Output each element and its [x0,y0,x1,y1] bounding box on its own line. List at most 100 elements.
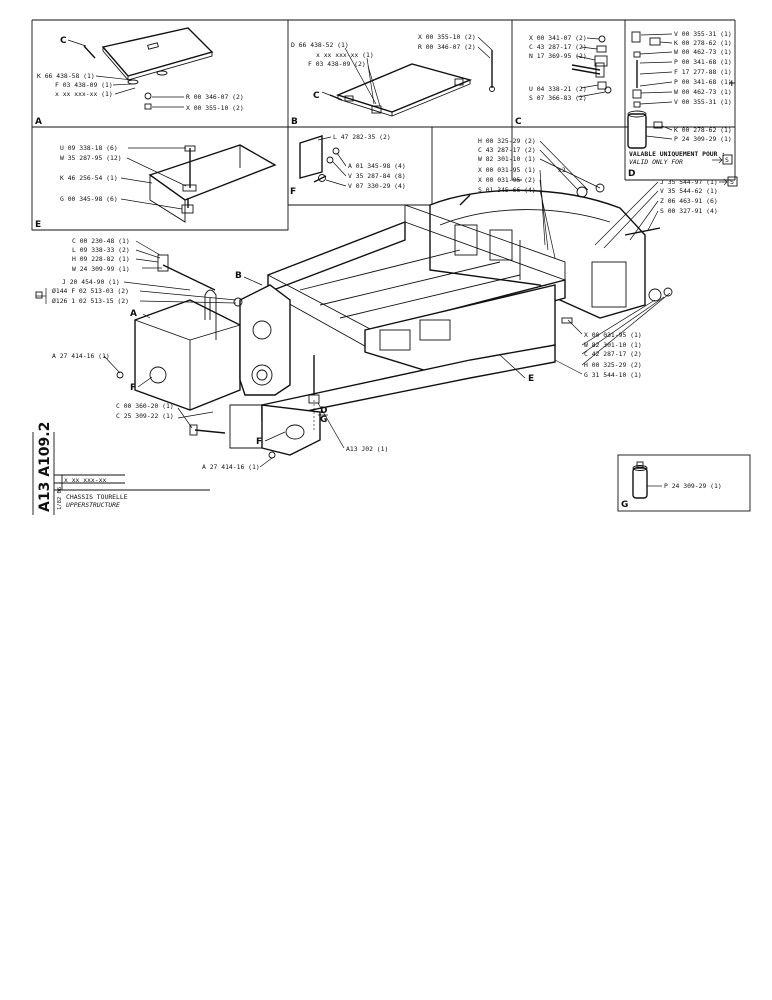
main-ref-b: B [235,271,242,281]
panel-a-drawing [83,27,214,110]
panel-f-letter: F [290,187,296,197]
panel-d-callout-2: K 00 278-62 (1) [674,39,732,47]
panel-g-callout-1: P 24 309-29 (1) [664,482,722,490]
main-right-symbol-arrow-icon [719,176,738,187]
main-top-x2: x2 [558,166,566,174]
panel-b-callout-1: D 66 438-52 (1) [291,41,349,49]
main-left-callout-5: J 20 454-90 (1) [62,278,120,286]
panel-c-letter: C [515,117,522,127]
main-lower-left-callout-2: C 00 360-20 (1) [116,402,174,410]
main-top-callout-2: C 43 287-17 (2) [478,146,536,154]
main-top-callout-6: S 01 345-66 (4) [478,186,536,194]
panel-a-callout-2: F 03 438-09 (1) [55,81,113,89]
main-left-callout-4: W 24 309-99 (1) [72,265,130,273]
panel-d-callout-8: V 00 355-31 (1) [674,98,732,106]
panel-d-drawing [627,31,663,149]
panel-d-callout-1: V 00 355-31 (1) [674,30,732,38]
main-right-callout-3: Z 06 463-91 (6) [660,197,718,205]
main-ref-d: D [320,406,327,416]
panel-f-drawing [299,135,340,183]
panel-b-callout-c: C [313,91,320,101]
main-ref-a: A [130,309,137,319]
title-block [32,432,210,515]
main-top-callout-1: H 00 325-29 (2) [478,137,536,145]
panel-d-leaders [639,33,673,140]
doc-code: A13 A109.2 [37,422,53,512]
panel-c-leaders [576,37,606,98]
panel-a-callout-5: X 00 355-10 (2) [186,104,244,112]
panel-e-callout-2: W 35 287-95 (12) [60,154,122,162]
main-leaders [103,140,671,468]
panel-f-callout-3: V 35 287-84 (8) [348,172,406,180]
main-left-callout-7: Ø126 1 02 513-15 (2) [52,297,129,305]
panel-d-callout-5: F 17 277-88 (1) [674,68,732,76]
panel-e-letter: E [35,220,41,230]
panel-c-callout-5: S 07 366-83 (2) [529,94,587,102]
panel-e-drawing [148,144,277,223]
panel-b-callout-2: x xx xxx-xx (1) [316,51,374,59]
main-ref-e: E [528,374,534,384]
panel-d-callout-9: K 00 278-62 (1) [674,126,732,134]
panel-g-frame [617,454,751,512]
main-right-callout-2: V 35 544-62 (1) [660,187,718,195]
panel-b-leaders [321,36,493,107]
panel-a-letter: A [35,117,42,127]
main-left-callout-6: Ø144 F 02 513-03 (2) [52,287,129,295]
panel-b-callout-4: X 00 355-10 (2) [418,33,476,41]
panel-a-callout-c: C [60,36,67,46]
main-left-callout-2: L 09 338-33 (2) [72,246,130,254]
panel-frames [31,19,736,231]
panel-a-callout-4: R 00 346-07 (2) [186,93,244,101]
main-ref-f-bottom: F [256,437,262,447]
main-assembly-drawing [116,183,673,459]
panel-g-letter: G [621,500,628,510]
main-left-bracket [35,288,47,304]
panel-b-callout-3: F 03 438-09 (2) [308,60,366,68]
main-lower-right-callout-3: C 42 287-17 (2) [584,350,642,358]
main-center-callout: A13 J02 (1) [346,445,388,453]
panel-d-note-en: VALID ONLY FOR [629,158,683,166]
panel-c-callout-1: X 00 341-07 (2) [529,34,587,42]
panel-e-callout-4: G 00 345-98 (6) [60,195,118,203]
main-right-symbol: S [730,178,734,186]
panel-d-symbol: S [725,156,729,164]
main-right-callout-4: S 00 327-91 (4) [660,207,718,215]
panel-f-callout-2: A 01 345-98 (4) [348,162,406,170]
panel-d-symbol-arrow-icon [712,154,733,165]
panel-a-callout-1: K 66 438-58 (1) [37,72,95,80]
main-lower-left-callout-4: A 27 414-16 (1) [202,463,260,471]
main-lower-left-callout-3: C 25 309-22 (1) [116,412,174,420]
main-lower-right-callout-5: G 31 544-10 (1) [584,371,642,379]
panel-d-note-fr: VALABLE UNIQUEMENT POUR : [629,150,725,158]
main-lower-right-callout-4: H 00 325-29 (2) [584,361,642,369]
panel-d-callout-3: W 00 462-73 (1) [674,48,732,56]
panel-b-callout-5: R 00 346-07 (2) [418,43,476,51]
main-left-callout-1: C 00 230-48 (1) [72,237,130,245]
panel-c-callout-4: U 04 338-21 (2) [529,85,587,93]
panel-d-callout-4: P 00 341-68 (1) [674,58,732,66]
main-lower-left-callout-1: A 27 414-16 (1) [52,352,110,360]
panel-a-callout-3: x xx xxx-xx (1) [55,90,113,98]
panel-g-drawing [632,461,662,499]
main-lower-right-callout-1: X 00 031-95 (1) [584,331,642,339]
title-fr: CHASSIS TOURELLE [66,493,128,501]
main-right-callout-1: J 35 544-97 (1) [660,178,718,186]
panel-f-callout-4: V 07 330-29 (4) [348,182,406,190]
panel-d-callout-7: W 00 462-73 (1) [674,88,732,96]
panel-e-callout-3: K 46 256-54 (1) [60,174,118,182]
title-date: 1/82 06 [57,487,63,510]
panel-d-letter: D [628,169,635,179]
main-ref-g: G [320,415,327,425]
panel-d-callout-10: P 24 309-29 (1) [674,135,732,143]
main-left-callout-3: H 09 228-82 (1) [72,255,130,263]
panel-c-callout-2: C 43 287-17 (2) [529,43,587,51]
panel-d-callout-6: P 00 341-68 (1) [674,78,732,86]
main-lower-right-callout-2: W 82 301-10 (1) [584,341,642,349]
main-top-callout-5: X 00 031-95 (2) [478,176,536,184]
panel-d-plus: + [728,79,736,89]
panel-e-leaders [120,147,187,210]
panel-a-leaders [67,39,184,108]
main-top-callout-4: X 00 031-95 (1) [478,166,536,174]
title-en: UPPERSTRUCTURE [66,501,120,509]
